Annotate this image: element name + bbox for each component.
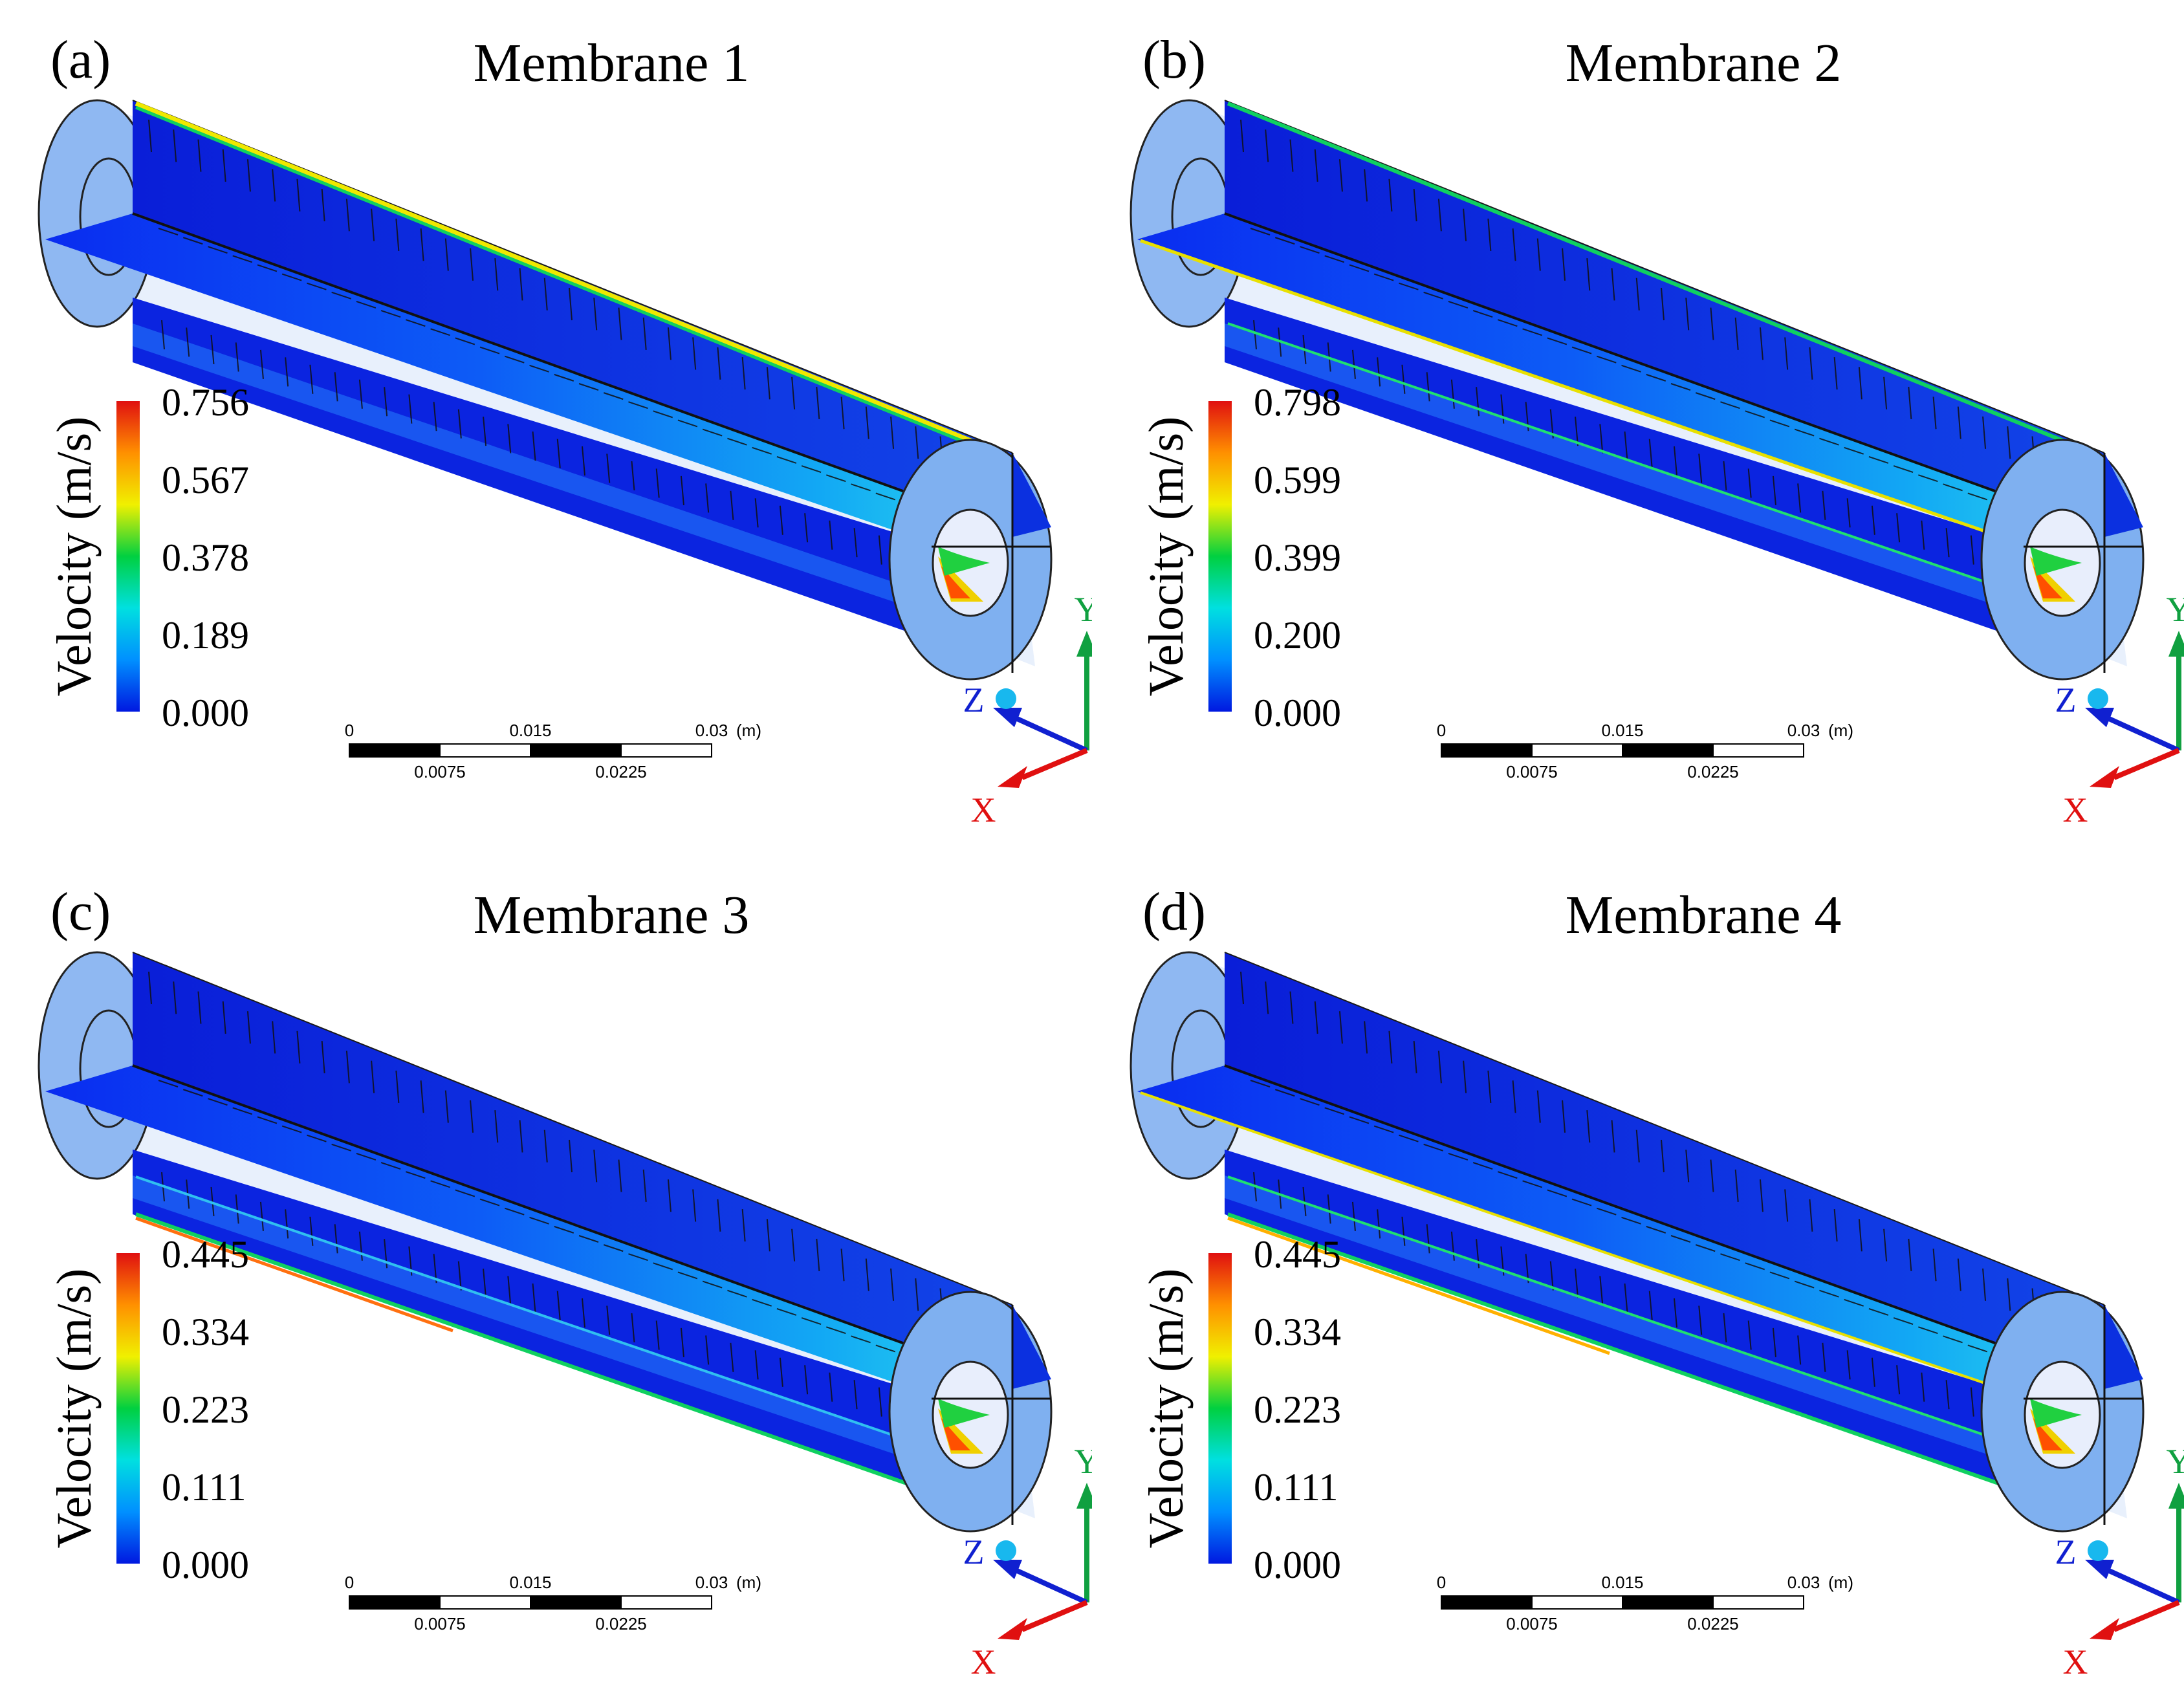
axis-y-label: Y	[1075, 590, 1093, 629]
panel-tag: (b)	[1142, 30, 1206, 90]
colorbar-label: Velocity (m/s)	[1139, 417, 1194, 697]
axis-x-label: X	[2063, 1643, 2088, 1681]
scale-label: 0.015	[1601, 1573, 1643, 1592]
colorbar-tick: 0.798	[1254, 381, 1341, 424]
scale-label: 0.0075	[414, 1614, 466, 1633]
colorbar-tick: 0.756	[162, 381, 249, 424]
scale-label: 0.015	[1601, 721, 1643, 740]
scale-label: 0	[345, 1573, 354, 1592]
axis-z-label: Z	[963, 681, 985, 719]
scale-label: 0	[1437, 1573, 1446, 1592]
colorbar-label: Velocity (m/s)	[1139, 1269, 1194, 1549]
scale-label: 0.03	[695, 721, 728, 740]
colorbar-tick: 0.189	[162, 614, 249, 657]
colorbar-tick: 0.334	[162, 1311, 249, 1353]
scale-label: 0.03	[1787, 721, 1820, 740]
colorbar-tick: 0.111	[1254, 1466, 1338, 1509]
colorbar-tick: 0.000	[162, 1544, 249, 1586]
panel-title: Membrane 3	[474, 885, 750, 945]
panel-b: (b) Membrane 2 Velocity (m/s) 0.798 0.599 0.3…	[1130, 30, 2184, 829]
colorbar-tick: 0.200	[1254, 614, 1341, 657]
scale-unit: (m)	[1828, 1573, 1853, 1592]
colorbar	[1208, 1253, 1232, 1564]
scale-unit: (m)	[736, 1573, 761, 1592]
axis-x-label: X	[2063, 791, 2088, 829]
scale-bar: 0 0.015 0.03 (m) 0.0075 0.0225	[345, 721, 761, 781]
colorbar-tick: 0.000	[1254, 692, 1341, 734]
colorbar	[116, 401, 140, 712]
colorbar-tick: 0.000	[162, 692, 249, 734]
scale-label: 0.0225	[595, 1614, 647, 1633]
scale-label: 0.015	[509, 721, 551, 740]
colorbar-tick: 0.399	[1254, 536, 1341, 579]
colorbar-tick: 0.599	[1254, 459, 1341, 501]
membrane-tube	[38, 951, 1053, 1533]
scale-bar: 0 0.015 0.03 (m) 0.0075 0.0225	[345, 1573, 761, 1633]
scale-label: 0.0225	[1687, 1614, 1739, 1633]
colorbar-tick: 0.378	[162, 536, 249, 579]
colorbar-tick: 0.334	[1254, 1311, 1341, 1353]
scale-bar: 0 0.015 0.03 (m) 0.0075 0.0225	[1437, 721, 1853, 781]
scale-label: 0.0075	[1506, 762, 1558, 781]
colorbar-tick: 0.000	[1254, 1544, 1341, 1586]
panel-a: (a) Membrane 1 Velocity (m/s) 0.756 0.567 0.3…	[38, 30, 1093, 829]
scale-label: 0.0075	[1506, 1614, 1558, 1633]
scale-unit: (m)	[1828, 721, 1853, 740]
axis-x-label: X	[971, 791, 996, 829]
high-velocity-streak	[1140, 102, 2102, 603]
axis-triad: Y Z X	[963, 1442, 1093, 1681]
scale-label: 0.0225	[1687, 762, 1739, 781]
panel-c: (c) Membrane 3 Velocity (m/s) 0.445 0.334 0.2…	[38, 882, 1093, 1681]
axis-x-label: X	[971, 1643, 996, 1681]
scale-label: 0.0225	[595, 762, 647, 781]
scale-label: 0.015	[509, 1573, 551, 1592]
panel-d: (d) Membrane 4 Velocity (m/s) 0.445 0.334 0.2…	[1130, 882, 2184, 1681]
axis-triad: Y Z X	[963, 590, 1093, 829]
panel-tag: (a)	[50, 30, 111, 90]
axis-triad: Y Z X	[2055, 590, 2184, 829]
colorbar	[1208, 401, 1232, 712]
scale-label: 0.0075	[414, 762, 466, 781]
high-velocity-streak	[135, 101, 1010, 462]
scale-label: 0.03	[695, 1573, 728, 1592]
panel-title: Membrane 1	[474, 33, 750, 93]
colorbar-tick: 0.445	[162, 1233, 249, 1276]
panel-title: Membrane 2	[1566, 33, 1842, 93]
axis-z-label: Z	[963, 1533, 985, 1571]
scale-label: 0.03	[1787, 1573, 1820, 1592]
scale-label: 0	[1437, 721, 1446, 740]
panel-title: Membrane 4	[1566, 885, 1842, 945]
panel-tag: (d)	[1142, 882, 1206, 942]
colorbar-tick: 0.567	[162, 459, 249, 501]
colorbar-tick: 0.223	[1254, 1388, 1341, 1431]
high-velocity-streak	[1140, 1091, 2044, 1501]
axis-y-label: Y	[2167, 590, 2184, 629]
axis-z-label: Z	[2055, 1533, 2077, 1571]
membrane-tube	[1130, 951, 2145, 1533]
panel-tag: (c)	[50, 882, 111, 942]
axis-y-label: Y	[2167, 1442, 2184, 1481]
axis-z-label: Z	[2055, 681, 2077, 719]
scale-label: 0	[345, 721, 354, 740]
colorbar	[116, 1253, 140, 1564]
colorbar-label: Velocity (m/s)	[47, 1269, 102, 1549]
high-velocity-streak	[135, 1175, 952, 1501]
membrane-tube	[1130, 99, 2145, 681]
colorbar-tick: 0.223	[162, 1388, 249, 1431]
membrane-tube	[38, 99, 1053, 681]
colorbar-label: Velocity (m/s)	[47, 417, 102, 697]
axis-y-label: Y	[1075, 1442, 1093, 1481]
colorbar-tick: 0.445	[1254, 1233, 1341, 1276]
scale-bar: 0 0.015 0.03 (m) 0.0075 0.0225	[1437, 1573, 1853, 1633]
colorbar-tick: 0.111	[162, 1466, 246, 1509]
axis-triad: Y Z X	[2055, 1442, 2184, 1681]
scale-unit: (m)	[736, 721, 761, 740]
